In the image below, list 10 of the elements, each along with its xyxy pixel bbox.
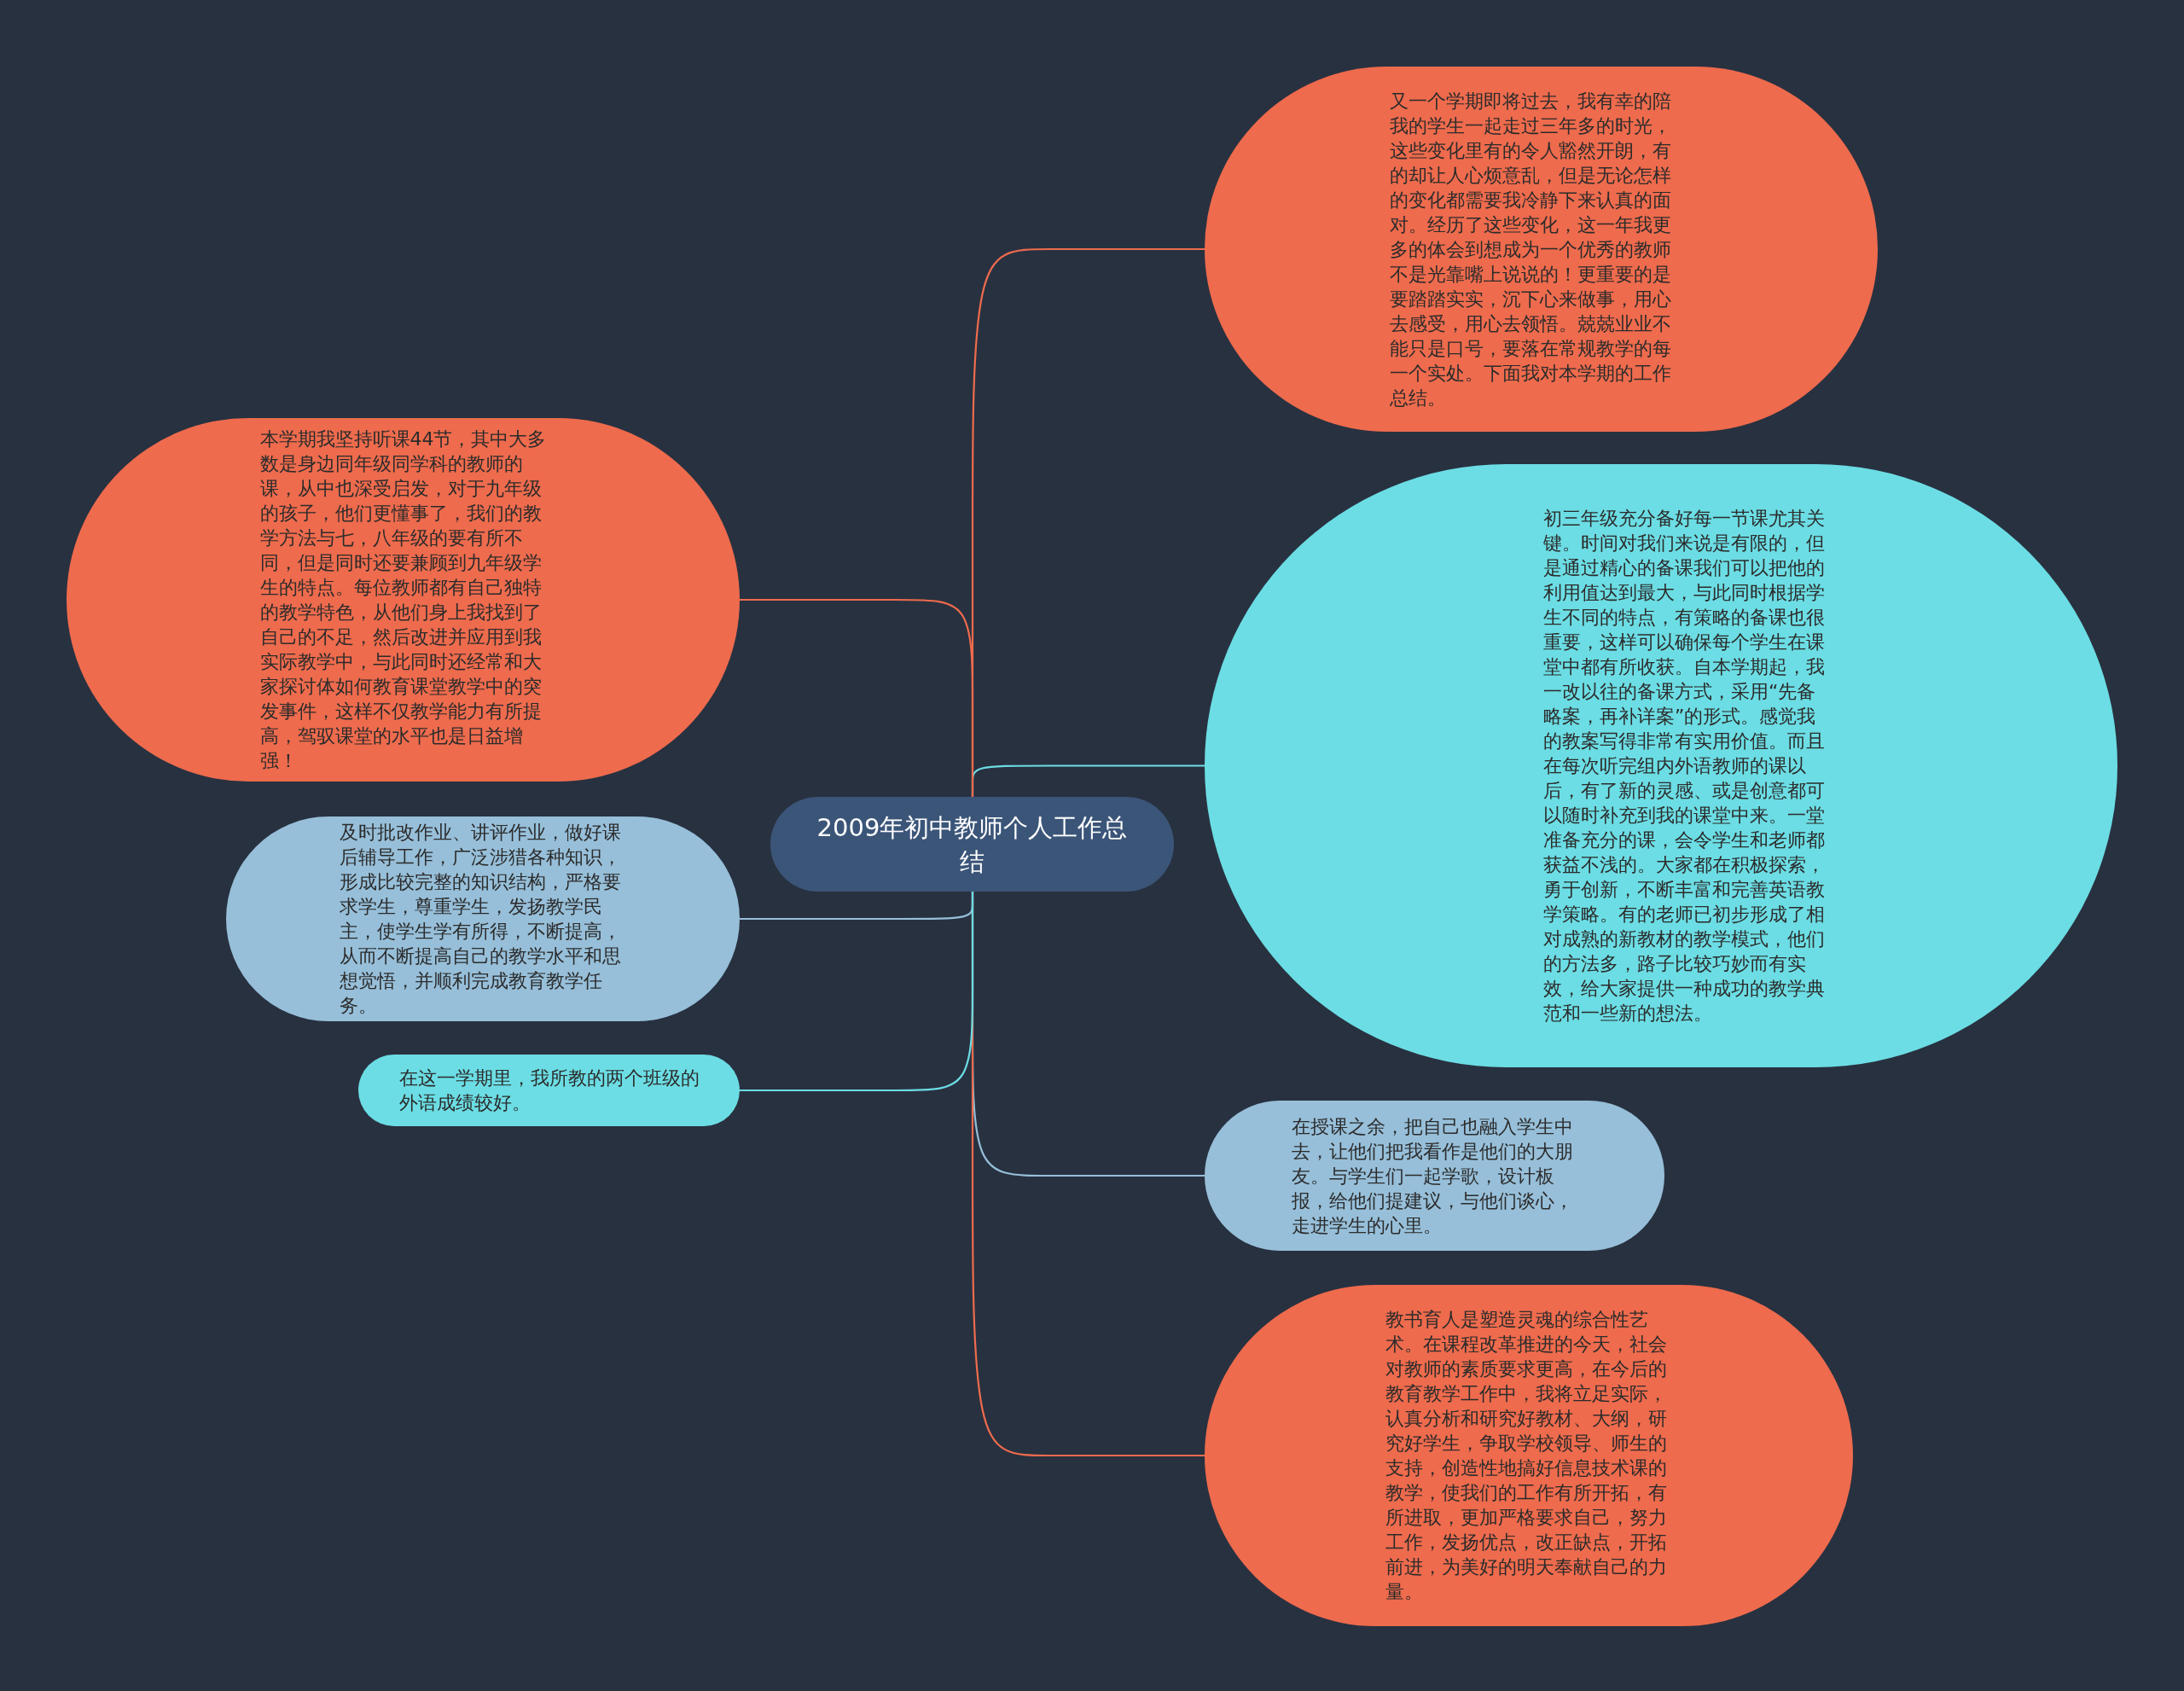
node-text: 教书育人是塑造灵魂的综合性艺术。在课程改革推进的今天，社会对教师的素质要求更高，在今后的教育教学工作中，我将立足实际，认真分析和研究好教材、大纲，研究好学生，争取学校领导、师生的支持，创造性地搞好信息技术课的教学，使我们的工作有所开拓，有所进取，更加严格要求自己，努力工作，发扬优点，改正缺点，开拓前进，为美好的明天奉献自己的力量。 [1385, 1308, 1668, 1604]
node-text: 在授课之余，把自己也融入学生中去，让他们把我看作是他们的大朋友。与学生们一起学歌，设计板报，给他们提建议，与他们谈心，走进学生的心里。 [1291, 1114, 1574, 1238]
topic-title: 2009年初中教师个人工作总结 [816, 811, 1129, 878]
node-text: 在这一学期里，我所教的两个班级的外语成绩较好。 [398, 1066, 700, 1115]
connector-line [740, 892, 974, 1092]
node-text: 初三年级充分备好每一节课尤其关键。时间对我们来说是有限的，但是通过精心的备课我们可以把他的利用值达到最大，与此同时根据学生不同的特点，有策略的备课也很重要，这样可以确保每个学生在课堂中都有所收获。自本学期起，我一改以往的备课方式，采用“先备略案，再补详案”的形式。感觉我的教案写得非常有实用价值。而且在每次听完组内外语教师的课以后，有了新的灵感、或是创意都可以随时补充到我的课堂中来。一堂准备充分的课，会令学生和老师都获益不浅的。大家都在积极探索，勇于创新，不断丰富和完善英语教学策略。有的老师已初步形成了相对成熟的新教材的教学模式，他们的方法多，路子比较巧妙而有实效，给大家提供一种成功的教学典范和一些新的想法。 [1543, 507, 1826, 1026]
connector-line [740, 598, 974, 797]
node-text: 及时批改作业、讲评作业，做好课后辅导工作，广泛涉猎各种知识，形成比较完整的知识结构，严格要求学生，尊重学生，发扬教学民主，使学生学有所得，不断提高，从而不断提高自己的教学水平和思想觉悟，并顺利完成教育教学任务。 [340, 821, 622, 1018]
node-text: 又一个学期即将过去，我有幸的陪我的学生一起走过三年多的时光，这些变化里有的令人豁然开朗，有的却让人心烦意乱，但是无论怎样的变化都需要我冷静下来认真的面对。经历了这些变化，这一年我更多的体会到想成为一个优秀的教师不是光靠嘴上说说的！更重要的是要踏踏实实，沉下心来做事，用心去感受，用心去领悟。兢兢业业不能只是口号，要落在常规教学的每一个实处。下面我对本学期的工作总结。 [1389, 89, 1672, 410]
node-text: 本学期我坚持听课44节，其中大多数是身边同年级同学科的教师的课，从中也深受启发，对于九年级的孩子，他们更懂事了，我们的教学方法与七，八年级的要有所不同，但是同时还要兼顾到九年级学生的特点。每位教师都有自己独特的教学特色，从他们身上我找到了自己的不足，然后改进并应用到我实际教学中，与此同时还经常和大家探讨体如何教育课堂教学中的突发事件，这样不仅教学能力有所提高，驾驭课堂的水平也是日益增强！ [259, 427, 547, 773]
